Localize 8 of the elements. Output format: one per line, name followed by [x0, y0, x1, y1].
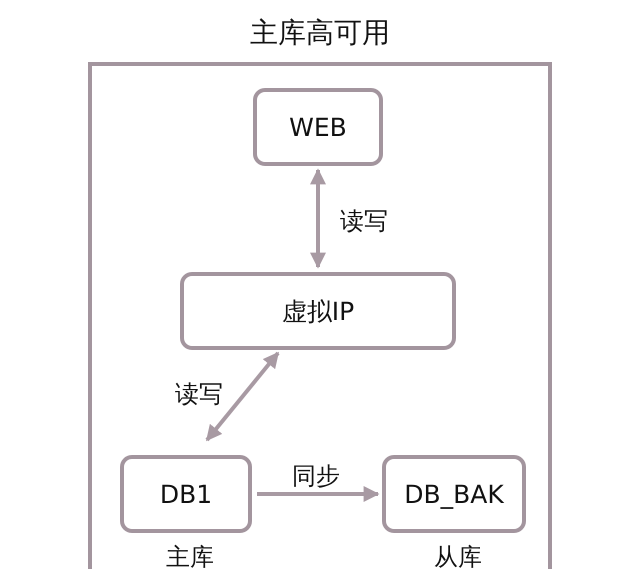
arrow: [257, 486, 380, 502]
node-caption: 从库: [433, 542, 483, 569]
arrow: [310, 168, 326, 269]
node-caption: 主库: [165, 542, 215, 569]
process-box: WEB: [253, 88, 383, 166]
arrow: [205, 352, 280, 442]
process-box: 虚拟IP: [180, 272, 456, 350]
frame-heading: 主库高可用: [249, 15, 391, 51]
